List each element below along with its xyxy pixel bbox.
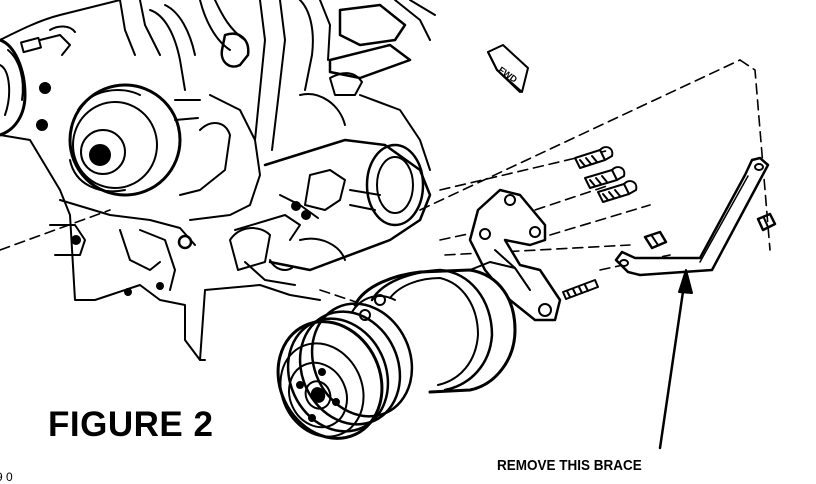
water-pump-pulley xyxy=(68,83,182,197)
bolt-2 xyxy=(584,166,626,189)
starter-motor xyxy=(234,138,432,272)
bracket-bolts xyxy=(562,146,777,300)
callout-arrow xyxy=(658,269,693,450)
brace xyxy=(614,156,770,277)
stud xyxy=(562,279,599,300)
callout-label: REMOVE THIS BRACE xyxy=(497,457,642,474)
engine-block xyxy=(0,0,436,361)
ac-compressor xyxy=(276,261,531,440)
corner-code: 9 0 xyxy=(0,470,13,484)
nut-left xyxy=(643,230,668,250)
bolt-3 xyxy=(597,180,638,203)
bolt-1 xyxy=(574,146,614,169)
forward-arrow: FWD xyxy=(487,44,529,93)
clutch-pulley xyxy=(276,302,414,440)
nut-right xyxy=(756,212,777,232)
figure-title: FIGURE 2 xyxy=(48,405,214,444)
